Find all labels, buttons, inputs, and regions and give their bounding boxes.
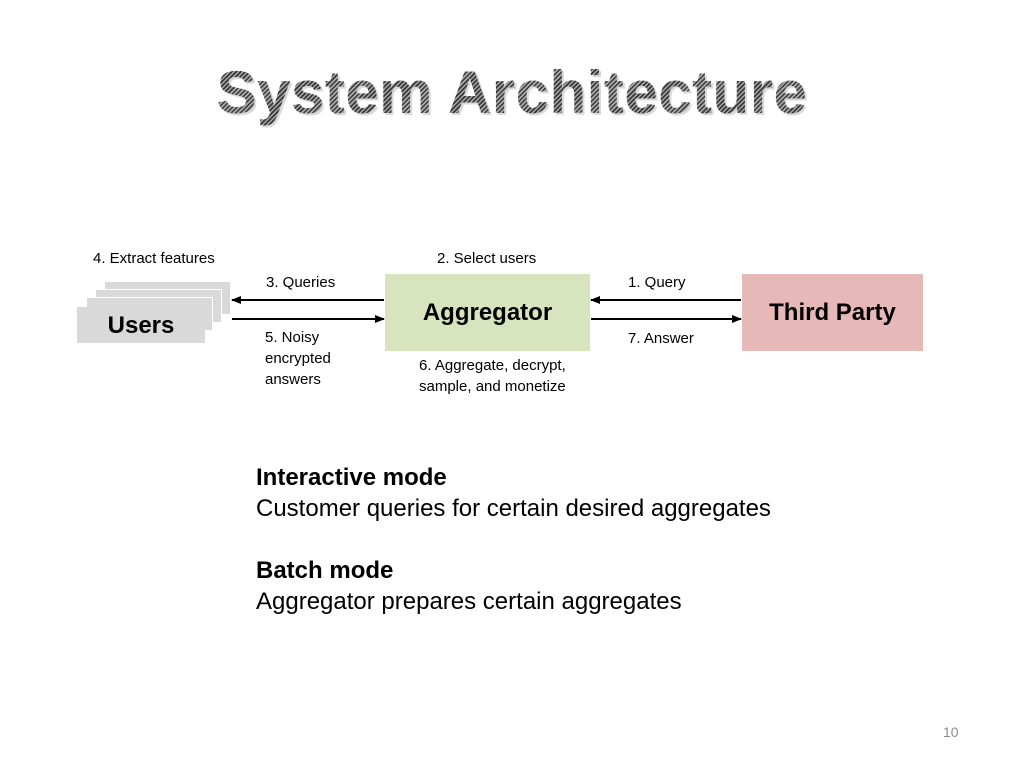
aggregator-node: Aggregator <box>385 274 590 351</box>
label-noisy-line-3: answers <box>265 371 321 388</box>
label-query: 1. Query <box>628 274 686 291</box>
third-party-node: Third Party <box>742 274 923 351</box>
label-answer: 7. Answer <box>628 330 694 347</box>
batch-mode-description: Aggregator prepares certain aggregates <box>256 588 682 615</box>
batch-mode-heading: Batch mode <box>256 557 394 584</box>
label-select-users: 2. Select users <box>437 250 537 267</box>
interactive-mode-heading: Interactive mode <box>256 464 447 491</box>
label-noisy-line-1: 5. Noisy <box>265 329 320 346</box>
label-noisy-line-2: encrypted <box>265 350 331 367</box>
slide-title: System Architecture <box>0 58 1024 127</box>
label-queries: 3. Queries <box>266 274 336 291</box>
page-number: 10 <box>943 724 959 740</box>
users-node: Users <box>77 307 205 343</box>
label-aggregate-line-2: sample, and monetize <box>419 378 566 395</box>
label-extract-features: 4. Extract features <box>93 250 215 267</box>
slide-title-shadow: System Architecture <box>2 60 1024 129</box>
interactive-mode-description: Customer queries for certain desired agg… <box>256 495 771 522</box>
label-aggregate-line-1: 6. Aggregate, decrypt, <box>419 357 566 374</box>
